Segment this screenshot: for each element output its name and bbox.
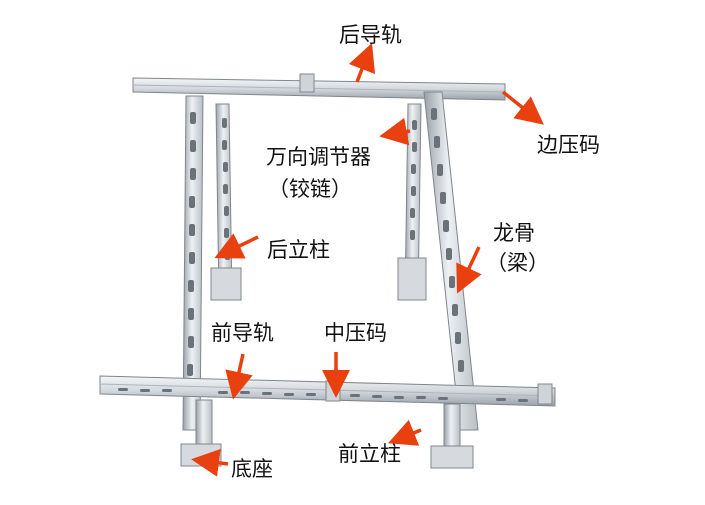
rear-rail	[132, 73, 506, 101]
label-rear-post: 后立柱	[267, 238, 330, 262]
rear-post-right	[397, 103, 427, 301]
label-base: 底座	[231, 457, 273, 481]
arrow-base	[191, 448, 229, 477]
label-beam-line2: （梁）	[486, 251, 549, 275]
callout-arrows	[191, 42, 544, 477]
label-mid-clamp: 中压码	[324, 321, 387, 345]
labels: 后导轨 边压码 万向调节器 （铰链） 后立柱 龙骨 （梁） 前导轨 中压码 底座…	[211, 23, 600, 481]
bracket-structure	[99, 73, 556, 469]
beam-left	[182, 95, 204, 431]
label-rear-rail: 后导轨	[339, 23, 402, 47]
arrow-rear-post	[214, 233, 259, 259]
label-edge-clamp: 边压码	[537, 133, 600, 157]
arrow-rear-rail	[348, 42, 376, 83]
beam-right	[423, 91, 479, 431]
front-rail	[99, 375, 556, 407]
arrow-front-post	[388, 419, 422, 446]
arrow-beam	[456, 246, 482, 294]
label-front-rail: 前导轨	[211, 321, 274, 345]
label-adjuster-line1: 万向调节器	[266, 145, 371, 169]
label-beam-line1: 龙骨	[493, 221, 535, 245]
arrow-adjuster	[379, 117, 411, 146]
rear-post-left	[210, 103, 242, 301]
label-adjuster-line2: （铰链）	[268, 177, 352, 201]
front-post-right	[430, 403, 474, 469]
arrow-edge-clamp	[501, 90, 544, 125]
label-front-post: 前立柱	[338, 442, 401, 466]
arrow-front-rail	[225, 353, 253, 400]
